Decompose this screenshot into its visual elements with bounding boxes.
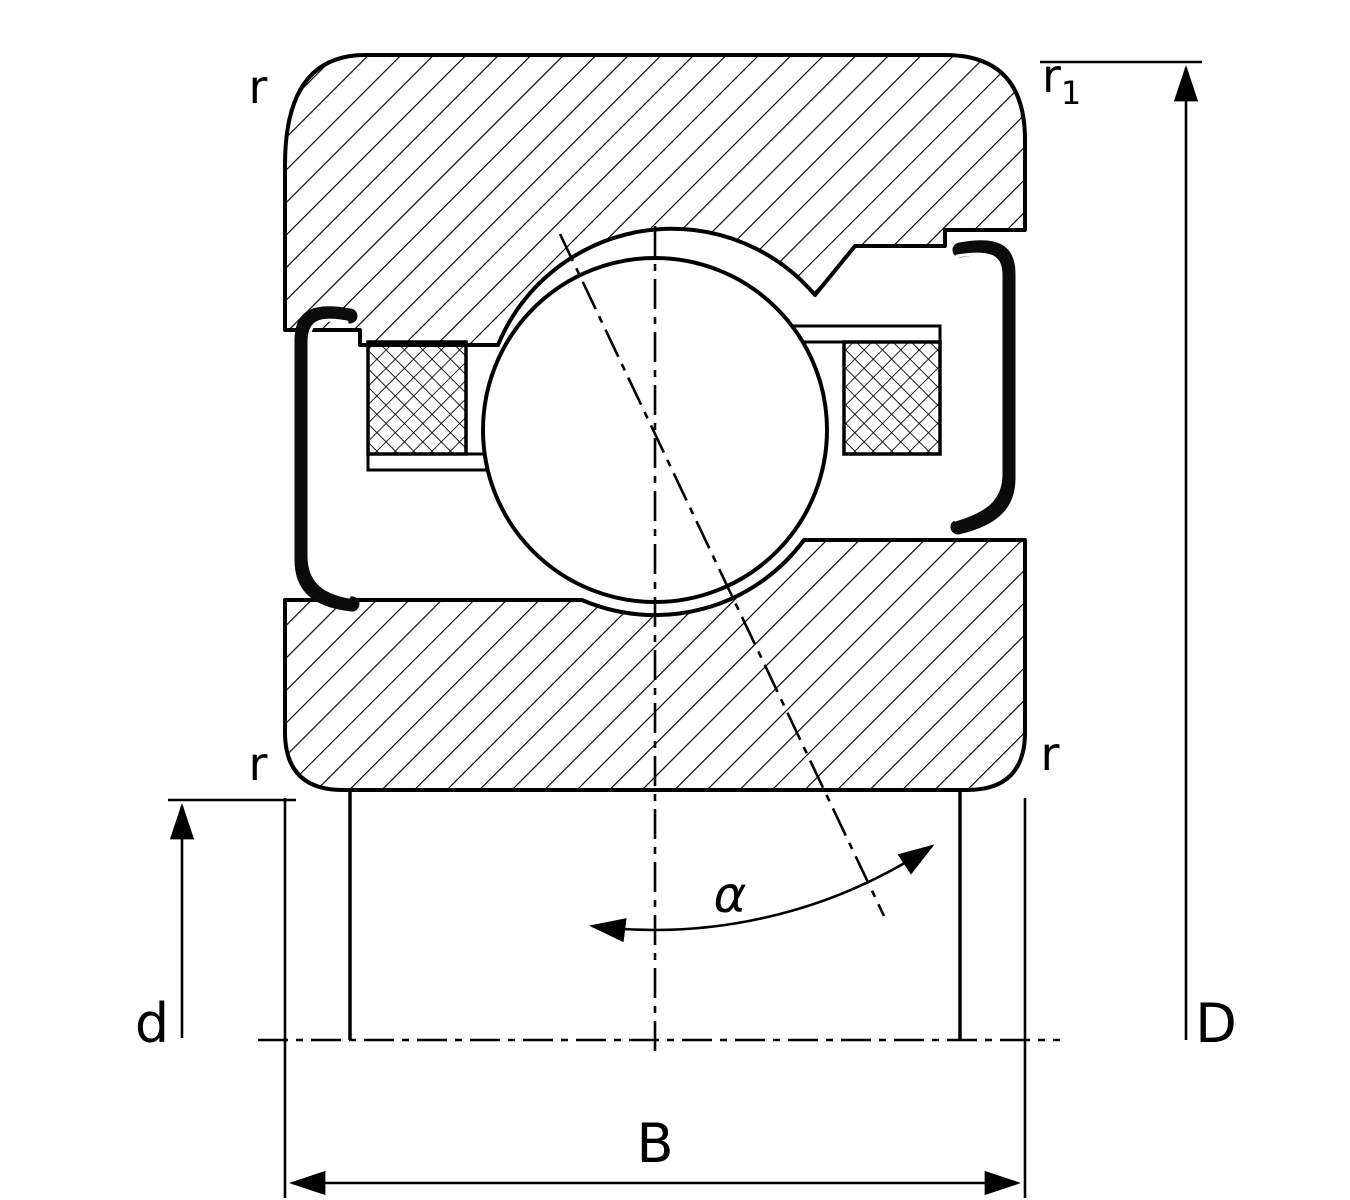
label-B: B (636, 1112, 673, 1175)
cage-prong-right (788, 324, 942, 344)
cage-section-right (842, 340, 942, 456)
contact-angle-line (558, 233, 886, 917)
label-r1-base: r (1042, 49, 1061, 103)
label-r-top-left: r (249, 60, 268, 114)
label-r1: r1 (1042, 49, 1081, 112)
label-r-bottom-left: r (249, 737, 268, 791)
label-r-bottom-right: r (1041, 727, 1060, 781)
alpha-arc (588, 844, 935, 943)
seal-left-insert (307, 318, 351, 599)
label-alpha: α (714, 866, 747, 924)
cage-section-left (366, 340, 468, 456)
seal-left (294, 306, 360, 612)
label-d: d (135, 992, 169, 1055)
seal-right (950, 240, 1016, 535)
label-D: D (1195, 992, 1237, 1055)
outer-ring-section (283, 53, 1027, 347)
label-r1-sub: 1 (1061, 74, 1081, 112)
seal-right-insert (953, 252, 1003, 522)
